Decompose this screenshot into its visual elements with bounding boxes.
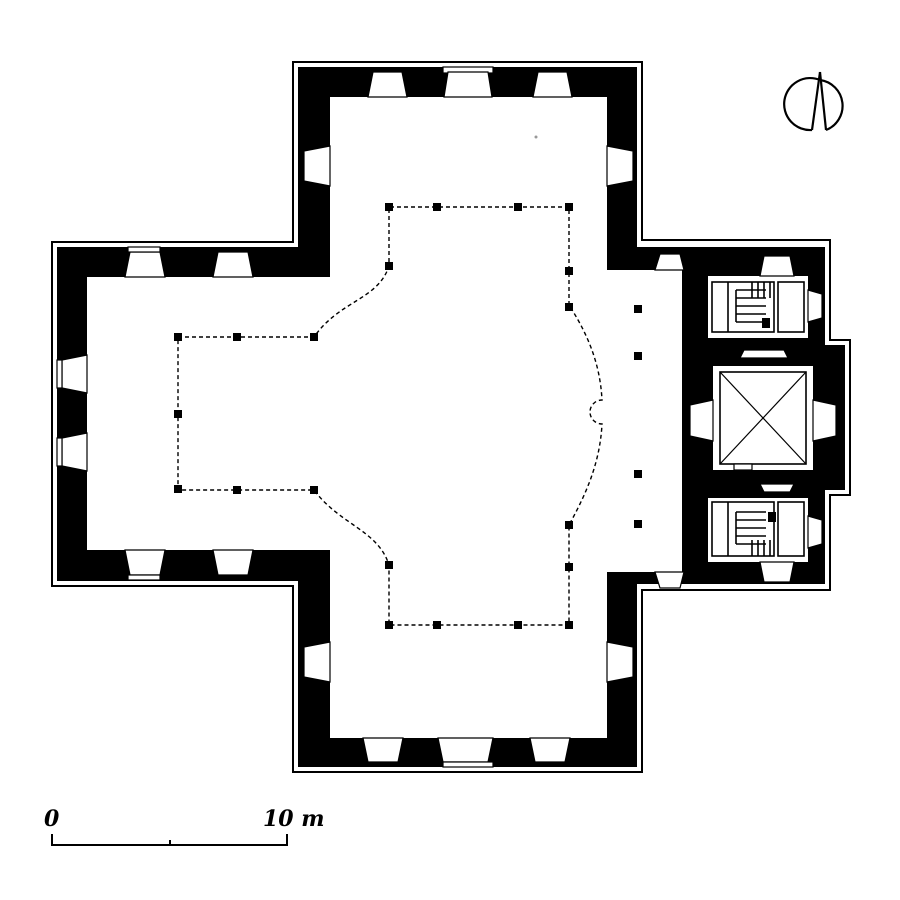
central-lantern-room <box>713 366 813 471</box>
scale-start-label: 0 <box>44 806 60 832</box>
vault-outline-dashed <box>177 206 603 626</box>
interior-hall <box>87 97 682 738</box>
scale-end-label: 10 m <box>263 806 325 832</box>
north-arrow-icon <box>783 71 844 132</box>
scale-bar: 0 10 m <box>44 806 325 846</box>
stair-room-bottom <box>708 498 808 562</box>
stair-room-top <box>708 276 808 338</box>
survey-dot <box>534 135 538 139</box>
window-niches <box>56 66 837 768</box>
